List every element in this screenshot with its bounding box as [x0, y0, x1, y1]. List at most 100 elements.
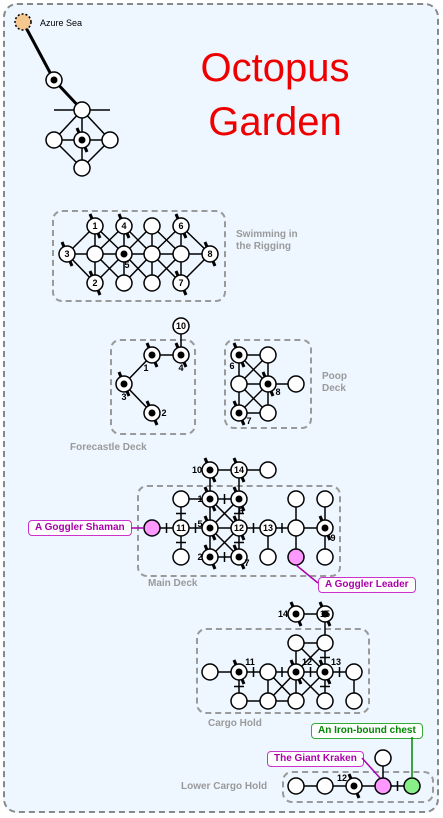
room-dot: [292, 610, 300, 618]
npc-connector: [361, 757, 381, 779]
npc-label-goggler-shaman[interactable]: A Goggler Shaman: [28, 520, 132, 536]
room-dot: [78, 136, 86, 144]
npc-connector: [295, 564, 319, 584]
room-node: [287, 548, 305, 566]
room-dot: [321, 668, 329, 676]
room-dot: [120, 380, 128, 388]
room-number: 12: [337, 773, 347, 783]
room-dot: [350, 782, 358, 790]
region-cargo-label: Cargo Hold: [208, 718, 262, 729]
room-node: [259, 663, 277, 681]
room-number: 3: [121, 392, 126, 402]
room-number: 3: [64, 249, 69, 259]
map-title-line-1: Octopus: [200, 46, 350, 90]
room-node: [172, 274, 190, 292]
room-node: [143, 245, 161, 263]
room-number: 13: [263, 523, 273, 533]
room-node: [316, 692, 334, 710]
room-node: [287, 375, 305, 393]
room-node: [172, 245, 190, 263]
room-number: 2: [161, 408, 166, 418]
room-node: [259, 692, 277, 710]
room-node: [58, 245, 76, 263]
region-rigging-box: [52, 210, 226, 302]
room-number: 11: [245, 657, 255, 667]
room-number: 15: [320, 609, 330, 619]
room-number: 12: [302, 657, 312, 667]
region-cargo-box: [196, 628, 370, 714]
room-dot: [206, 524, 214, 532]
room-dot: [148, 351, 156, 359]
room-number: 5: [197, 519, 202, 529]
room-number: 11: [176, 523, 186, 533]
room-node: [172, 519, 190, 537]
room-node: [230, 461, 248, 479]
room-node: [287, 519, 305, 537]
room-number: 2: [197, 552, 202, 562]
region-poop-box: [224, 339, 312, 429]
room-dot: [235, 351, 243, 359]
region-forecastle-label: Forecastle Deck: [70, 442, 147, 453]
npc-label-iron-chest[interactable]: An Iron-bound chest: [311, 723, 423, 739]
room-node: [115, 274, 133, 292]
room-node: [86, 245, 104, 263]
room-dot: [177, 351, 185, 359]
map-title-line-2: Garden: [208, 100, 342, 144]
room-node: [316, 548, 334, 566]
room-node: [287, 634, 305, 652]
room-node: [73, 101, 91, 119]
room-node: [201, 245, 219, 263]
room-number: 1: [92, 221, 97, 231]
room-node: [259, 404, 277, 422]
room-node: [345, 663, 363, 681]
room-dot: [264, 380, 272, 388]
room-dot: [292, 668, 300, 676]
room-dot: [321, 610, 329, 618]
room-number: 4: [178, 363, 183, 373]
room-node: [201, 663, 219, 681]
room-node: [316, 777, 334, 795]
room-node: [143, 519, 161, 537]
room-number: 7: [246, 416, 251, 426]
room-node: [172, 317, 190, 335]
room-number: 6: [178, 221, 183, 231]
room-node: [86, 274, 104, 292]
room-number: 2: [92, 278, 97, 288]
start-trail: [21, 21, 56, 81]
room-node: [259, 346, 277, 364]
room-node: [345, 692, 363, 710]
room-number: 13: [331, 657, 341, 667]
room-number: 14: [278, 609, 288, 619]
room-dot: [206, 466, 214, 474]
room-dot: [206, 495, 214, 503]
room-number: 1: [143, 363, 148, 373]
room-dot: [148, 409, 156, 417]
room-node: [287, 692, 305, 710]
room-node: [259, 548, 277, 566]
room-node: [230, 375, 248, 393]
room-node: [287, 777, 305, 795]
room-node: [374, 749, 392, 767]
room-number: 6: [238, 506, 243, 516]
region-forecastle-box: [110, 339, 196, 435]
room-number: 6: [229, 361, 234, 371]
room-node: [230, 519, 248, 537]
room-number: 12: [234, 523, 244, 533]
room-number: 7: [244, 558, 249, 568]
room-number: 9: [330, 533, 335, 543]
room-node: [143, 217, 161, 235]
region-main-label: Main Deck: [148, 578, 198, 589]
room-number: 14: [234, 465, 244, 475]
room-node: [316, 634, 334, 652]
npc-label-goggler-leader[interactable]: A Goggler Leader: [318, 577, 416, 593]
room-node: [101, 131, 119, 149]
room-node: [172, 217, 190, 235]
room-dot: [321, 524, 329, 532]
region-lower-label: Lower Cargo Hold: [181, 781, 268, 792]
room-node: [172, 490, 190, 508]
start-location-label: Azure Sea: [40, 18, 83, 28]
room-number: 10: [176, 321, 186, 331]
room-node: [403, 777, 421, 795]
